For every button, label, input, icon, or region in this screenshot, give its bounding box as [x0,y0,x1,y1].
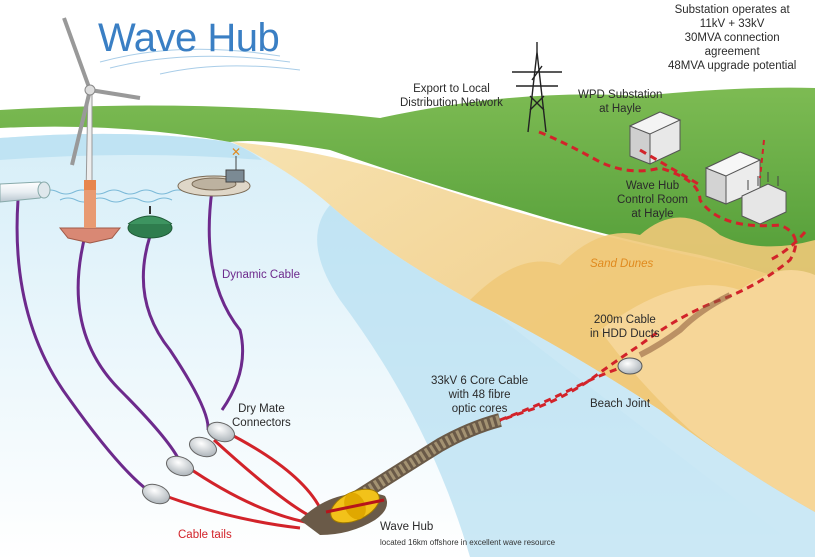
beach-joint-label: Beach Joint [590,398,651,410]
cable-tails [159,430,322,530]
subsea-cable [341,366,621,511]
land-cable [489,130,798,427]
core-cable-label: 33kV 6 Core Cable with 48 fibre optic co… [431,375,529,415]
dynamic-cable-label: Dynamic Cable [222,269,300,281]
hdd-duct [638,292,732,358]
green-buoy [127,206,173,239]
dry-mate-label: Dry Mate Connectors [232,403,291,429]
dynamic-cables [15,189,245,494]
cable-tails-label: Cable tails [178,529,232,541]
substation-switchgear [741,172,787,225]
floating-platform: ✕ [177,145,251,197]
wind-turbine [58,17,141,244]
substation-operates-label: Substation operates at 11kV + 33kV 30MVA… [668,4,797,72]
sand-dunes-label: Sand Dunes [590,258,654,270]
control-room-label: Wave Hub Control Room at Hayle [617,180,688,220]
page-title: Wave Hub [98,16,280,60]
connector-3 [188,436,218,458]
beach-joint [617,357,643,375]
export-label: Export to Local Distribution Network [400,83,503,109]
pipe-wave-device [0,181,51,203]
pylon [512,42,562,133]
shallow-water [317,205,815,557]
wpd-substation-label: WPD Substation at Hayle [578,89,663,115]
title-swoosh [99,48,301,75]
land [0,87,815,291]
wave-hub-label: Wave Hub [380,521,434,533]
land-cable-loop [769,231,807,262]
connector-2 [165,455,195,477]
dune-highlight [600,270,815,512]
wave-hub-location-label: located 16km offshore in excellent wave … [380,538,556,547]
platform-beacon-icon: ✕ [231,145,241,159]
control-room-building [704,151,762,205]
sea-deep-band [0,133,262,160]
wave-hub-unit [300,488,388,535]
connector-4 [206,421,236,443]
cable-to-substation [759,139,765,179]
hdd-cable-label: 200m Cable in HDD Ducts [590,314,660,340]
dry-mate-connectors [141,421,236,505]
connector-1 [141,483,171,505]
